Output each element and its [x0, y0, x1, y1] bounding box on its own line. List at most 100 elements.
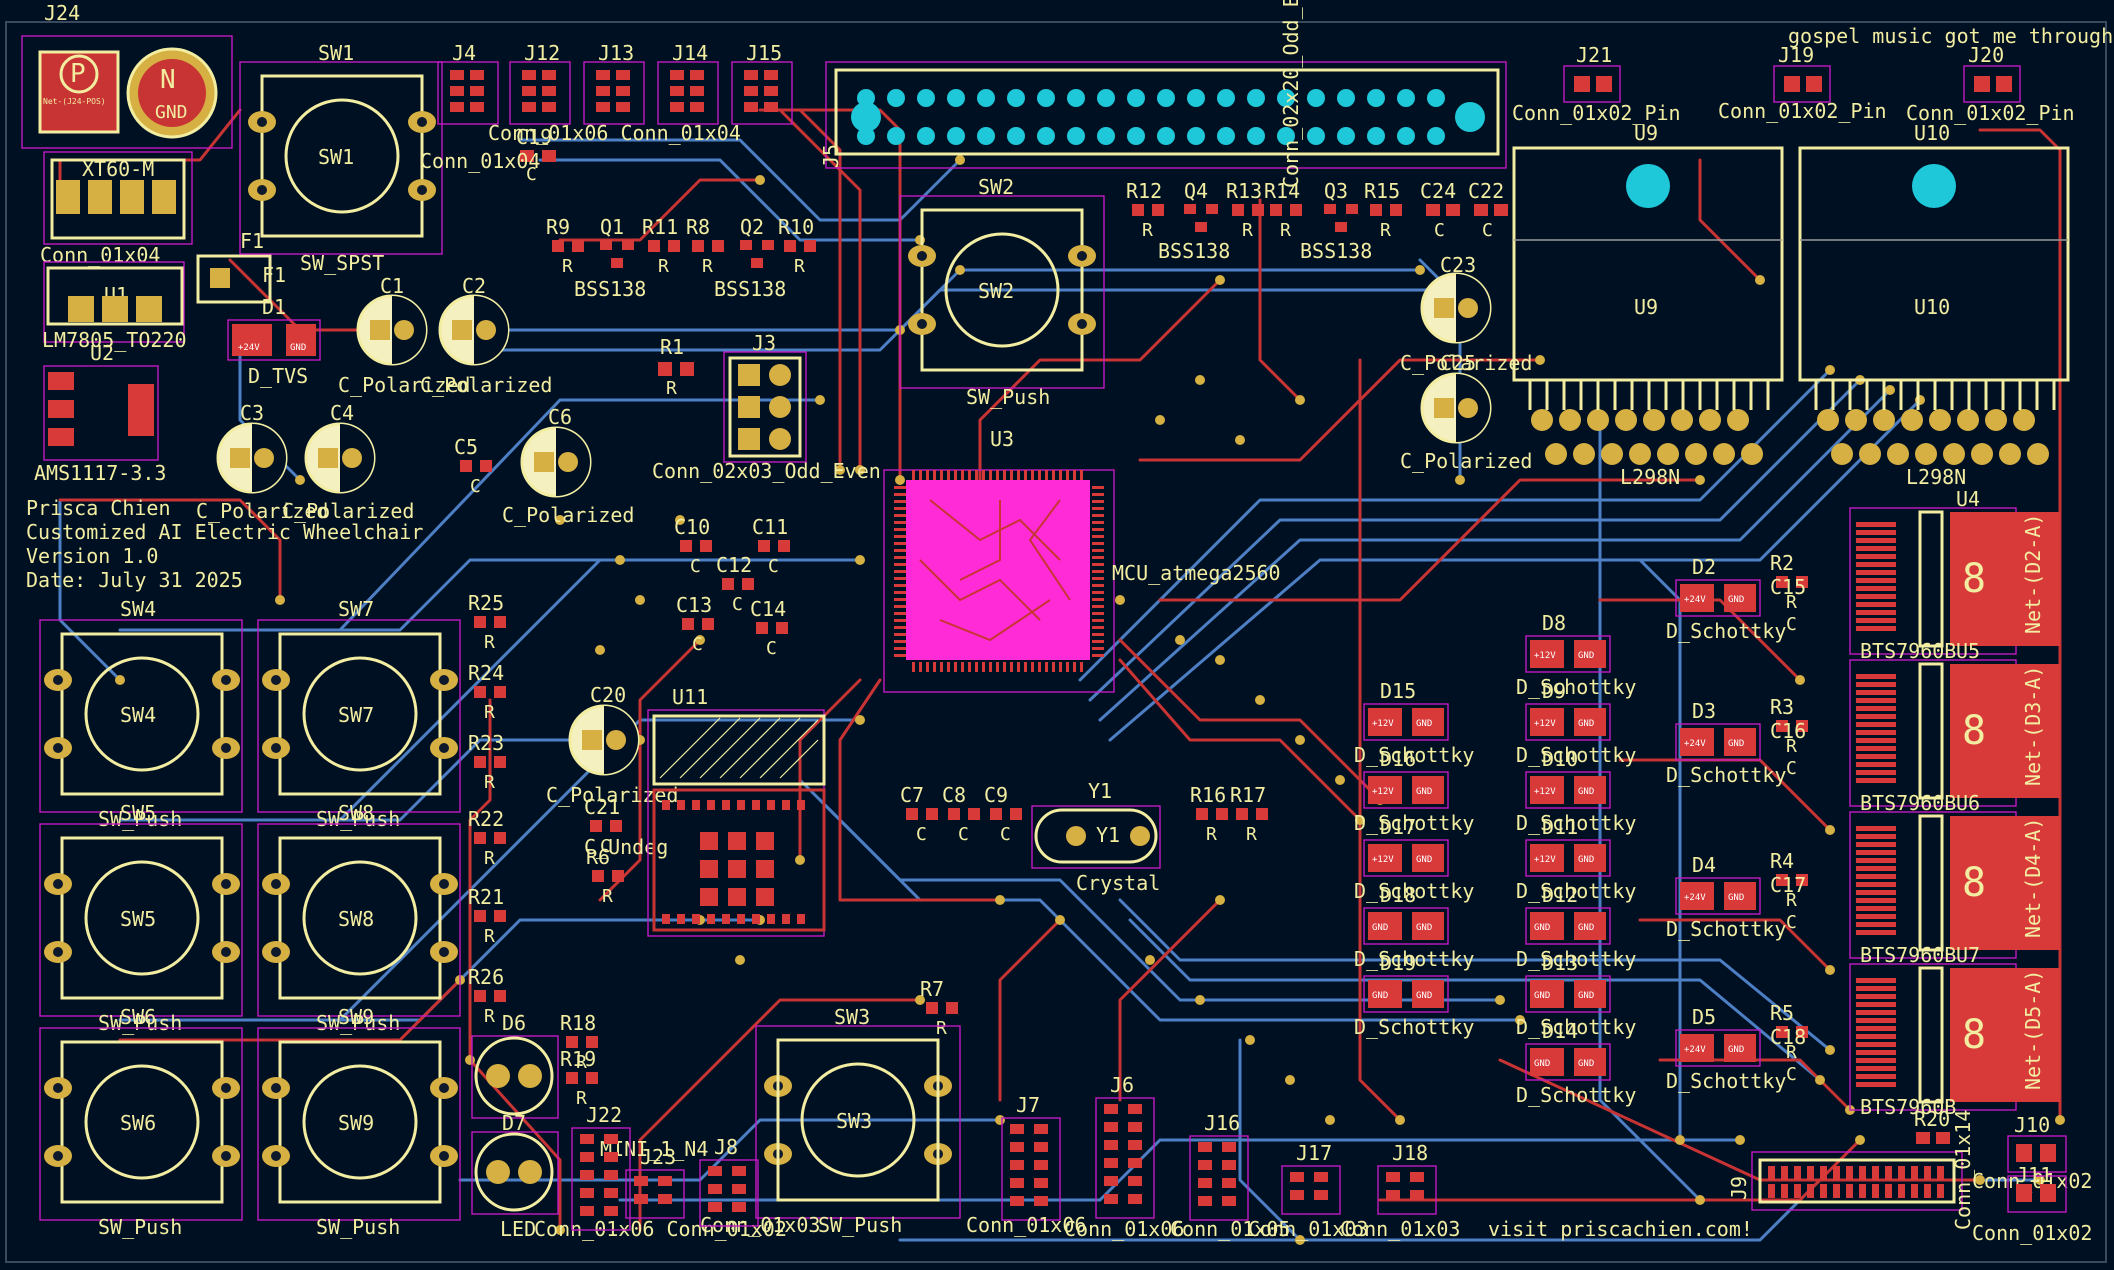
footprint-D1[interactable]: D1 +24V GND D_TVS	[227, 295, 321, 388]
footprint-J14[interactable]: J14	[657, 41, 719, 125]
footprint-R5[interactable]: R5R	[1770, 1001, 1808, 1063]
footprint-J12[interactable]: J12	[509, 41, 571, 125]
footprint-U1[interactable]: U1 LM7805_TO220	[42, 261, 187, 352]
footprint-R9[interactable]: R9R	[546, 215, 584, 277]
footprint-R20[interactable]: R20	[1914, 1107, 1950, 1144]
footprint-C2[interactable]: C2C_Polarized	[420, 274, 552, 397]
footprint-J15[interactable]: J15	[731, 41, 793, 125]
footprint-J8[interactable]: J8	[699, 1135, 759, 1227]
footprint-J3[interactable]: J3 Conn_02x03_Odd_Even	[652, 331, 881, 483]
footprint-J23[interactable]: J23	[625, 1145, 685, 1219]
footprint-D6[interactable]: D6	[471, 1011, 559, 1119]
footprint-R1[interactable]: R1 R	[658, 335, 694, 399]
footprint-C7[interactable]: C7C	[900, 783, 938, 845]
footprint-J19[interactable]: J19 Conn_01x02_Pin	[1718, 43, 1887, 123]
footprint-D7[interactable]: D7 LED	[471, 1111, 559, 1241]
footprint-J2-xt60[interactable]: XT60-M Conn_01x04	[40, 151, 193, 267]
footprint-C5[interactable]: C5C	[454, 435, 492, 497]
footprint-Y1[interactable]: Y1 Y1 Crystal	[1031, 779, 1161, 895]
footprint-J4[interactable]: J4	[437, 41, 499, 125]
footprint-J9[interactable]: J9 Conn_01x14	[1727, 1110, 1975, 1230]
footprint-U11[interactable]: U11	[647, 685, 826, 937]
footprint-U10[interactable]: U10 U10 L298N	[1798, 121, 2070, 489]
footprint-R8[interactable]: R8R	[686, 215, 724, 277]
footprint-SW3[interactable]: SW3 SW3 SW_Push	[755, 1005, 961, 1237]
footprint-J21[interactable]: J21 Conn_01x02_Pin	[1512, 43, 1681, 125]
footprint-C3[interactable]: C3C_Polarized	[196, 401, 328, 523]
footprint-C8[interactable]: C8C	[942, 783, 980, 845]
footprint-C1[interactable]: C1C_Polarized	[338, 274, 470, 397]
footprint-R3[interactable]: R3R	[1770, 695, 1808, 757]
footprint-J20[interactable]: J20 Conn_01x02_Pin	[1906, 43, 2075, 125]
footprint-F1[interactable]: F1 F1	[196, 229, 286, 304]
footprint-U2[interactable]: U2 AMS1117-3.3	[34, 341, 166, 485]
footprint-SW2[interactable]: SW2 SW2 SW_Push	[899, 175, 1105, 409]
footprint-U9[interactable]: U9 U9 L298N	[1512, 121, 1784, 489]
footprint-J24[interactable]: J24 P Net-(J24-POS) N GND	[21, 1, 233, 149]
footprint-C4[interactable]: C4C_Polarized	[282, 401, 414, 523]
footprint-R2[interactable]: R2R	[1770, 551, 1808, 613]
footprint-SW1[interactable]: SW1 SW1 SW_SPST	[239, 41, 443, 275]
footprint-J11[interactable]: J11 Conn_01x02	[1972, 1163, 2092, 1245]
footprint-J10[interactable]: J10 Conn_01x02	[1972, 1113, 2092, 1193]
